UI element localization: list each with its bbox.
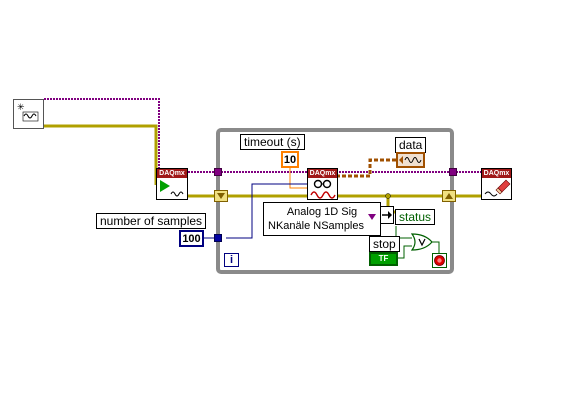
or-gate-node[interactable] [411,233,433,251]
task-tunnel-right [449,168,457,176]
poly-line-2: NKanäle NSamples [268,220,364,232]
poly-line-1: Analog 1D Sig [286,206,358,218]
iteration-terminal: i [224,253,239,267]
or-gate-icon [411,233,433,251]
daqmx-create-channel-node[interactable]: ✳ [13,99,44,129]
timeout-label: timeout (s) [240,134,305,150]
arrow-right-icon [382,211,392,219]
status-label: status [395,209,436,225]
polymorphic-vi-selector[interactable]: Analog 1D Sig NKanäle NSamples [263,202,381,236]
timeout-wire [289,167,307,189]
eraser-icon [484,179,511,197]
daqmx-clear-header: DAQmx [482,169,511,178]
data-label: data [395,137,427,153]
daqmx-read-node[interactable]: DAQmx [307,168,338,200]
task-tunnel-left [214,168,222,176]
svg-text:✳: ✳ [17,103,25,113]
samples-tunnel [214,234,222,242]
number-of-samples-label: number of samples [96,213,207,229]
task-wire-create [44,98,160,170]
error-shift-register-left [214,190,228,202]
waveform-wire [336,158,396,178]
play-icon [160,180,184,197]
stop-label: stop [369,236,400,252]
loop-condition-terminal[interactable] [432,253,447,268]
stop-bool-wire [398,245,412,259]
daqmx-read-header: DAQmx [308,169,337,178]
daqmx-start-node[interactable]: DAQmx [156,168,188,200]
data-waveform-indicator[interactable] [396,152,425,168]
glasses-icon [310,179,336,199]
dropdown-arrow-icon[interactable] [368,213,376,221]
timeout-constant[interactable]: 10 [281,151,299,168]
error-shift-register-right [442,190,456,202]
wire-junction [385,193,391,199]
stop-boolean-constant[interactable]: TF [369,252,398,266]
daqmx-clear-node[interactable]: DAQmx [481,168,512,200]
samples-constant[interactable]: 100 [179,230,204,247]
error-wire-create [44,124,158,185]
stop-sign-icon [434,255,445,266]
or-output-wire [432,241,440,254]
waveform-icon [399,156,422,164]
unbundle-status-node[interactable] [380,206,394,224]
daqmx-start-header: DAQmx [157,169,187,178]
create-channel-icon: ✳ [17,103,39,122]
